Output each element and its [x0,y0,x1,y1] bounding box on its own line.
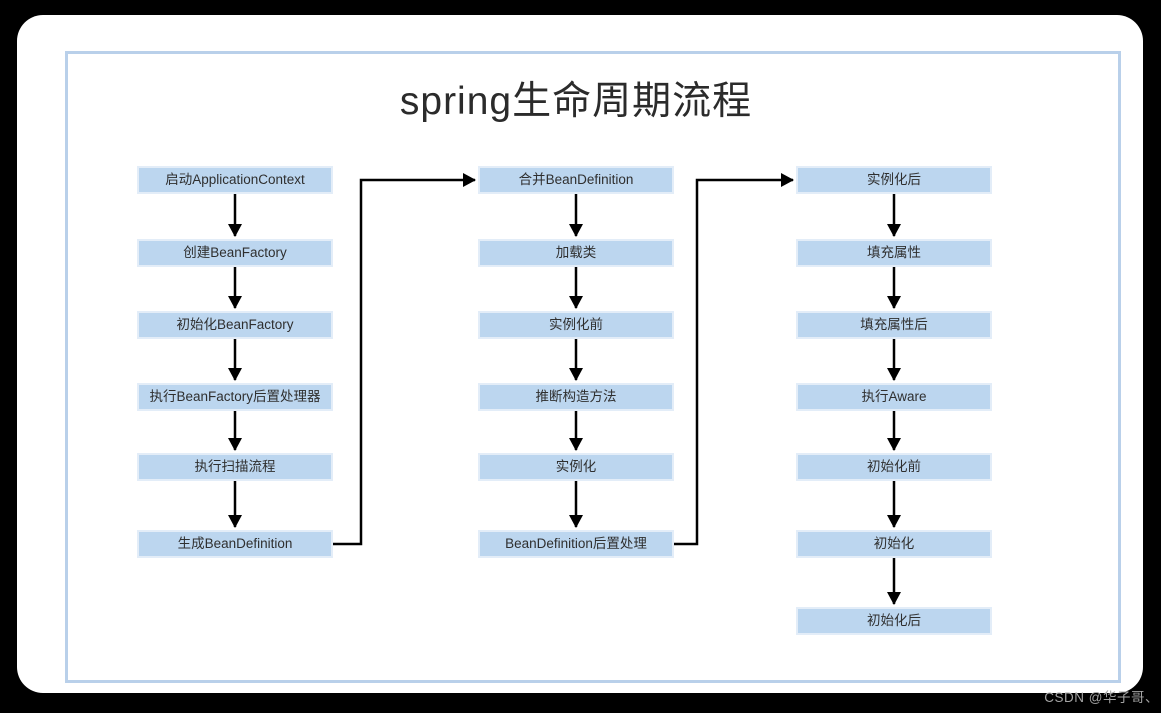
flowchart-frame [65,51,1121,683]
flow-node-create-beanfactory: 创建BeanFactory [137,239,333,267]
flow-node-merge-beandefinition: 合并BeanDefinition [478,166,674,194]
flow-node-execute-aware: 执行Aware [796,383,992,411]
flow-node-start-applicationcontext: 启动ApplicationContext [137,166,333,194]
flow-node-before-initialization: 初始化前 [796,453,992,481]
flow-node-before-instantiation: 实例化前 [478,311,674,339]
flow-node-init-beanfactory: 初始化BeanFactory [137,311,333,339]
flow-node-beandefinition-post-processing: BeanDefinition后置处理 [478,530,674,558]
flowchart-card [17,15,1143,693]
flow-node-beanfactory-post-processors: 执行BeanFactory后置处理器 [137,383,333,411]
flow-node-scan-process: 执行扫描流程 [137,453,333,481]
flow-node-instantiation: 实例化 [478,453,674,481]
flow-node-after-populate-properties: 填充属性后 [796,311,992,339]
diagram-title: spring生命周期流程 [399,80,753,123]
flow-node-after-initialization: 初始化后 [796,607,992,635]
flow-node-generate-beandefinition: 生成BeanDefinition [137,530,333,558]
flow-node-load-class: 加载类 [478,239,674,267]
flow-node-infer-constructor: 推断构造方法 [478,383,674,411]
watermark: CSDN @华子哥、 [1044,690,1159,705]
flow-node-populate-properties: 填充属性 [796,239,992,267]
flow-node-after-instantiation: 实例化后 [796,166,992,194]
flow-node-initialization: 初始化 [796,530,992,558]
